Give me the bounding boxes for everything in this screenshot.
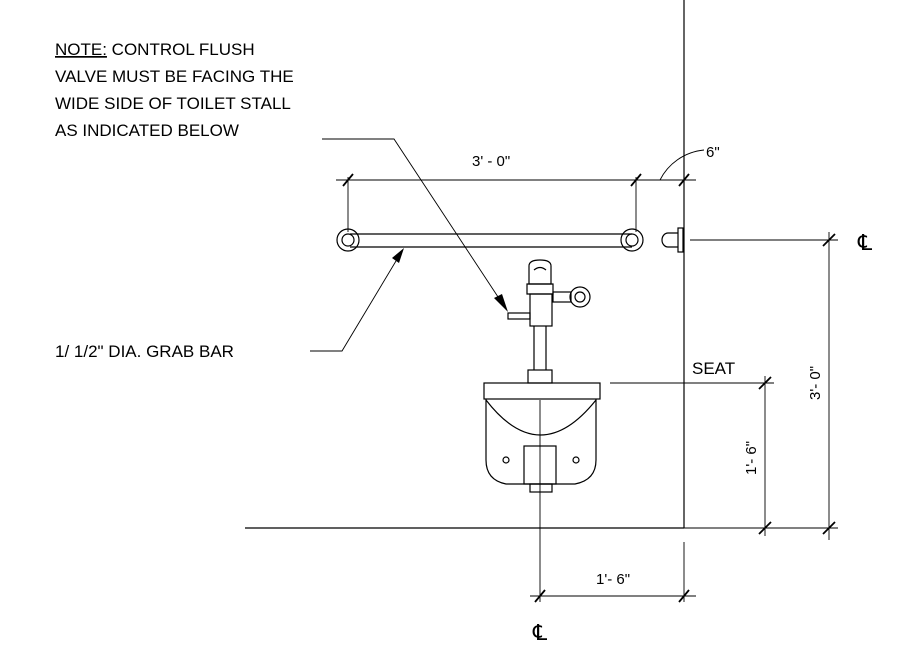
- centerline-height-label: 3'- 0": [807, 366, 824, 400]
- flush-valve: [507, 259, 591, 384]
- dim-tick: [678, 589, 690, 603]
- dim-tick: [758, 376, 772, 390]
- grab-bar-leader-arrowhead: [392, 248, 404, 263]
- note-leader: [322, 138, 505, 307]
- note-line-3: WIDE SIDE OF TOILET STALL: [55, 94, 291, 113]
- grab-bar-length-label: 3' - 0": [472, 153, 510, 170]
- note-line-1-rest: CONTROL FLUSH: [107, 40, 255, 59]
- note-line-2: VALVE MUST BE FACING THE: [55, 67, 294, 86]
- seat-label: SEAT: [692, 359, 735, 378]
- dim-tick: [822, 233, 836, 247]
- note-line-1: NOTE: CONTROL FLUSH: [55, 40, 255, 59]
- dim-tick: [534, 589, 546, 603]
- wall-offset-leader: [659, 149, 705, 181]
- dim-tick: [678, 173, 690, 187]
- dim-tick: [342, 173, 354, 187]
- grab-bar: [336, 228, 644, 252]
- grab-bar-label: 1/ 1/2" DIA. GRAB BAR: [55, 342, 234, 361]
- centerline-from-wall-label: 1'- 6": [596, 571, 630, 588]
- note-line-4: AS INDICATED BELOW: [55, 121, 239, 140]
- dim-tick: [630, 173, 642, 187]
- grab-bar-wall-flange: [661, 227, 684, 253]
- grab-bar-leader: [310, 250, 403, 352]
- dim-tick: [822, 521, 836, 535]
- toilet-bowl: [483, 382, 601, 493]
- note-leader-arrowhead: [494, 294, 508, 312]
- seat-height-label: 1'- 6": [743, 441, 760, 475]
- note-prefix: NOTE:: [55, 40, 107, 59]
- grab-bar-centerline-symbol: ℄: [857, 230, 873, 255]
- toilet-centerline-symbol: ℄: [532, 620, 548, 645]
- wall-offset-label: 6": [706, 144, 720, 161]
